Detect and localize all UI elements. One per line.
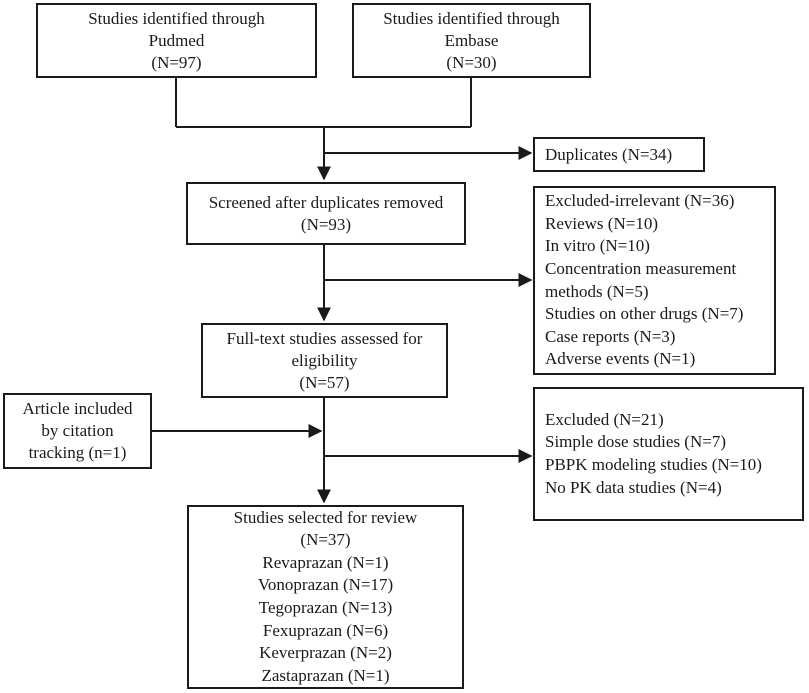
- selected-box: Studies selected for review (N=37) Revap…: [187, 505, 464, 689]
- pubmed-line2: Pudmed: [148, 30, 205, 50]
- fulltext-count: (N=57): [299, 372, 350, 392]
- excluded-screening-item: Excluded-irrelevant (N=36): [545, 191, 735, 211]
- excluded-screening-item: Reviews (N=10): [545, 213, 658, 233]
- pubmed-box: Studies identified through Pudmed (N=97): [36, 3, 317, 78]
- pubmed-count: (N=97): [151, 52, 202, 72]
- pubmed-line1: Studies identified through: [88, 8, 265, 28]
- fulltext-line2: eligibility: [291, 350, 358, 370]
- excluded-screening-item: Studies on other drugs (N=7): [545, 304, 744, 324]
- excluded-fulltext-item: PBPK modeling studies (N=10): [545, 455, 762, 474]
- excluded-fulltext-item: Excluded (N=21): [545, 409, 664, 429]
- excluded-fulltext-box: Excluded (N=21) Simple dose studies (N=7…: [533, 387, 804, 521]
- screened-box: Screened after duplicates removed (N=93): [186, 182, 466, 245]
- excluded-screening-item: methods (N=5): [545, 281, 649, 301]
- selected-drug: Fexuprazan (N=6): [262, 620, 389, 640]
- citation-line1: Article included: [22, 399, 133, 418]
- excluded-fulltext-item: No PK data studies (N=4): [545, 477, 722, 497]
- fulltext-line1: Full-text studies assessed for: [226, 328, 423, 348]
- duplicates-box: Duplicates (N=34): [533, 137, 705, 172]
- selected-drug: Vonoprazan (N=17): [257, 575, 394, 595]
- screened-line1: Screened after duplicates removed: [208, 192, 444, 212]
- citation-line3: tracking (n=1): [28, 443, 127, 462]
- excluded-fulltext-item: Simple dose studies (N=7): [545, 432, 726, 452]
- selected-line1: Studies selected for review: [233, 507, 418, 527]
- embase-line1: Studies identified through: [383, 8, 560, 28]
- excluded-screening-item: In vitro (N=10): [545, 236, 650, 256]
- selected-drug: Zastaprazan (N=1): [261, 665, 390, 685]
- selected-drug: Tegoprazan (N=13): [258, 598, 393, 617]
- excluded-screening-item: Adverse events (N=1): [545, 349, 696, 369]
- screened-count: (N=93): [300, 214, 352, 234]
- embase-count: (N=30): [446, 52, 497, 72]
- duplicates-label: Duplicates (N=34): [545, 144, 673, 164]
- excluded-screening-item: Case reports (N=3): [545, 326, 676, 346]
- excluded-screening-box: Excluded-irrelevant (N=36) Reviews (N=10…: [533, 186, 776, 375]
- citation-box: Article included by citation tracking (n…: [3, 393, 152, 469]
- embase-line2: Embase: [444, 30, 499, 50]
- selected-count: (N=37): [300, 530, 351, 550]
- excluded-screening-item: Concentration measurement: [545, 258, 737, 278]
- selected-drug: Keverprazan (N=2): [259, 643, 392, 663]
- fulltext-box: Full-text studies assessed for eligibili…: [201, 323, 448, 398]
- citation-line2: by citation: [41, 421, 114, 440]
- embase-box: Studies identified through Embase (N=30): [352, 3, 591, 78]
- selected-drug: Revaprazan (N=1): [262, 552, 389, 572]
